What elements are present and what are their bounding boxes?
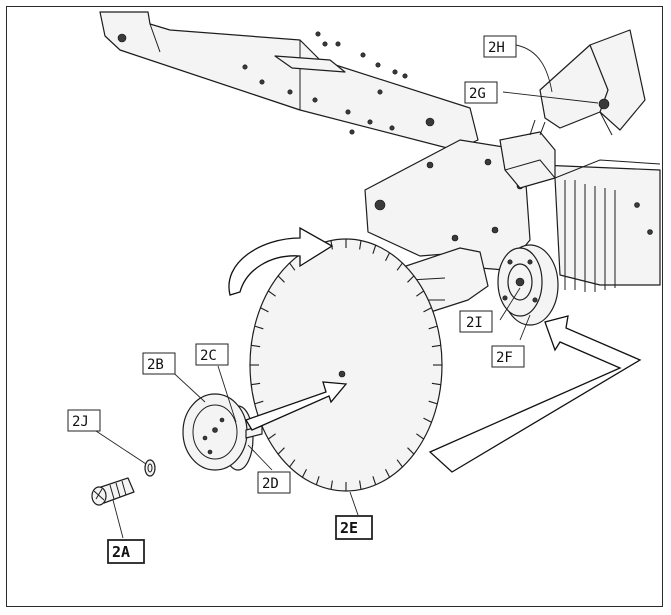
blade-tooth-gullet [289, 262, 296, 271]
blade-tooth-gullet [251, 344, 261, 348]
blade-tooth-gullet [385, 468, 391, 478]
blade-tooth-gullet [260, 307, 269, 313]
washer [144, 459, 156, 477]
svg-text:2B: 2B [147, 357, 164, 373]
svg-text:2H: 2H [488, 40, 505, 56]
insert-blade-arrow [245, 381, 348, 431]
label-2A: 2A [107, 539, 145, 564]
blade-tooth-gullet [407, 275, 415, 283]
blade-tooth-gullet [385, 252, 391, 262]
diagram-frame [6, 6, 663, 607]
arbor-hub [497, 244, 559, 326]
label-2J: 2J [67, 409, 101, 432]
svg-text:2G: 2G [469, 86, 486, 102]
guard-bolt [598, 98, 610, 110]
blade-tooth-gullet [372, 476, 377, 485]
blade-tooth-gullet [423, 307, 432, 313]
svg-text:2F: 2F [496, 350, 513, 366]
leader-lines [95, 44, 599, 539]
blade-tooth-gullet [301, 468, 307, 478]
frame-holes [117, 31, 435, 135]
blade-tooth-gullet [254, 325, 264, 330]
machine-frame [99, 11, 661, 292]
blade-tooth-gullet [359, 240, 362, 250]
blade-tooth-gullet [359, 480, 362, 490]
label-2F: 2F [491, 345, 525, 368]
outer-flange [182, 393, 263, 471]
blade-guard [539, 29, 646, 136]
rotation-arrow [228, 226, 334, 296]
blade-tooth-gullet [431, 382, 441, 386]
svg-text:2E: 2E [340, 519, 358, 537]
blade-tooth-gullet [428, 325, 438, 330]
blade-arbor-hole [338, 370, 346, 378]
label-2B: 2B [142, 352, 176, 375]
label-2D: 2D [257, 471, 291, 494]
blade-tooth-gullet [372, 245, 377, 254]
svg-text:2J: 2J [72, 414, 89, 430]
blade-tooth-gullet [407, 447, 415, 455]
svg-text:2A: 2A [112, 543, 130, 561]
svg-text:2I: 2I [466, 315, 483, 331]
svg-text:2C: 2C [200, 348, 217, 364]
label-2G: 2G [464, 81, 498, 104]
arbor-bolt [91, 477, 135, 506]
blade-tooth-gullet [251, 382, 261, 386]
blade-tooth-gullet [277, 275, 285, 283]
label-2H: 2H [483, 35, 517, 58]
diamond-blade [249, 238, 443, 492]
blade-tooth-gullet [330, 240, 333, 250]
blade-tooth-gullet [267, 290, 276, 297]
install-path-arrow [428, 315, 642, 473]
blade-tooth-gullet [330, 480, 333, 490]
blade-tooth-gullet [431, 344, 441, 348]
label-2I: 2I [459, 310, 493, 333]
blade-tooth-gullet [428, 400, 438, 405]
svg-text:2D: 2D [262, 476, 279, 492]
blade-tooth-gullet [416, 433, 425, 440]
blade-tooth-gullet [423, 417, 432, 423]
blade-tooth-gullet [396, 262, 403, 271]
blade-tooth-gullet [277, 447, 285, 455]
label-2E: 2E [335, 515, 373, 540]
blade-tooth-gullet [254, 400, 264, 405]
blade-tooth-gullet [416, 290, 425, 297]
blade-tooth-gullet [289, 459, 296, 468]
blade-tooth-gullet [396, 459, 403, 468]
blade-tooth-gullet [267, 433, 276, 440]
blade-tooth-gullet [315, 476, 320, 485]
label-2C: 2C [195, 343, 229, 366]
